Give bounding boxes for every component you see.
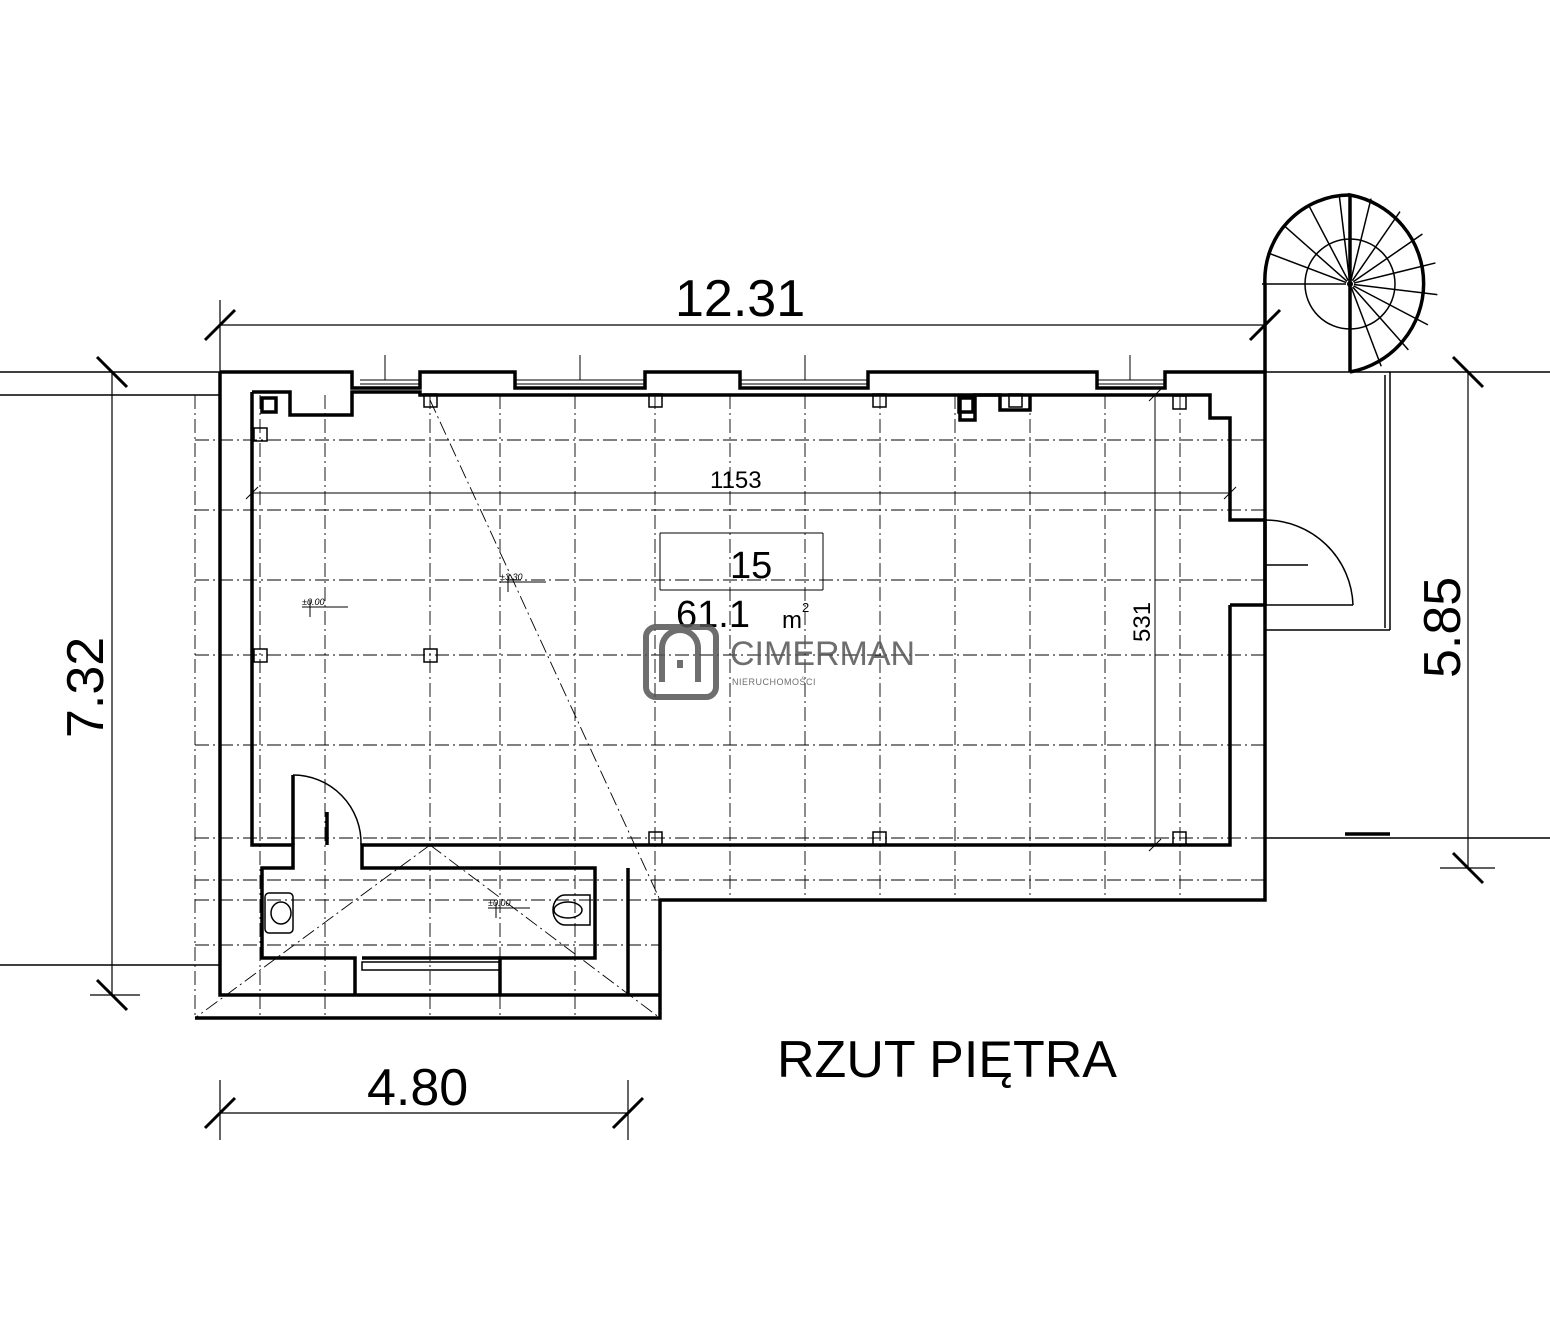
spiral-staircase: [1262, 192, 1438, 374]
stair-tread: [1308, 205, 1349, 281]
level-ramp: ±3.30: [500, 572, 522, 582]
room-label: 15 61.1 m 2: [659, 532, 824, 636]
level-wc: ±0.00: [488, 898, 510, 908]
stair-tread: [1338, 196, 1351, 281]
dimension-bottom-width: 4.80: [367, 1059, 468, 1117]
stair-tread: [1353, 262, 1436, 284]
dimension-left-height: 7.32: [57, 637, 115, 738]
watermark-brand: CIMERMAN: [730, 635, 915, 673]
room-number: 15: [730, 545, 772, 587]
dimension-inner-depth: 531: [1129, 602, 1156, 642]
watermark-sub: NIERUCHOMOŚCI: [732, 676, 816, 687]
room-area-unit: m: [782, 607, 802, 634]
columns: [253, 393, 1187, 846]
wc-fixtures: [264, 892, 591, 934]
stair-tread: [1353, 285, 1429, 326]
dimension-lines: [90, 300, 1495, 1140]
stair-tread: [1351, 211, 1401, 282]
dimension-inner-width: 1153: [710, 467, 762, 494]
stair-tread: [1267, 252, 1347, 284]
watermark-logo-icon: [643, 624, 719, 700]
level-main: ±0.00: [302, 597, 324, 607]
room-area-unit-sup: 2: [802, 600, 809, 615]
ground-lines: [0, 371, 1550, 966]
stair-tread: [1353, 283, 1438, 296]
stair-tread: [1283, 225, 1348, 282]
dimension-total-width: 12.31: [675, 270, 805, 328]
stair-tread: [1352, 233, 1423, 283]
watermark: CIMERMAN NIERUCHOMOŚCI: [643, 624, 915, 700]
stair-tread: [1350, 287, 1382, 367]
stair-tread: [1350, 198, 1372, 281]
stair-tread: [1352, 286, 1409, 351]
doors: [291, 519, 1354, 846]
plan-title: RZUT PIĘTRA: [777, 1031, 1117, 1089]
windows: [360, 355, 1165, 385]
dimension-right-height: 5.85: [1414, 577, 1472, 678]
level-markers: ±0.00 ±3.30 ±0.00: [302, 572, 546, 918]
